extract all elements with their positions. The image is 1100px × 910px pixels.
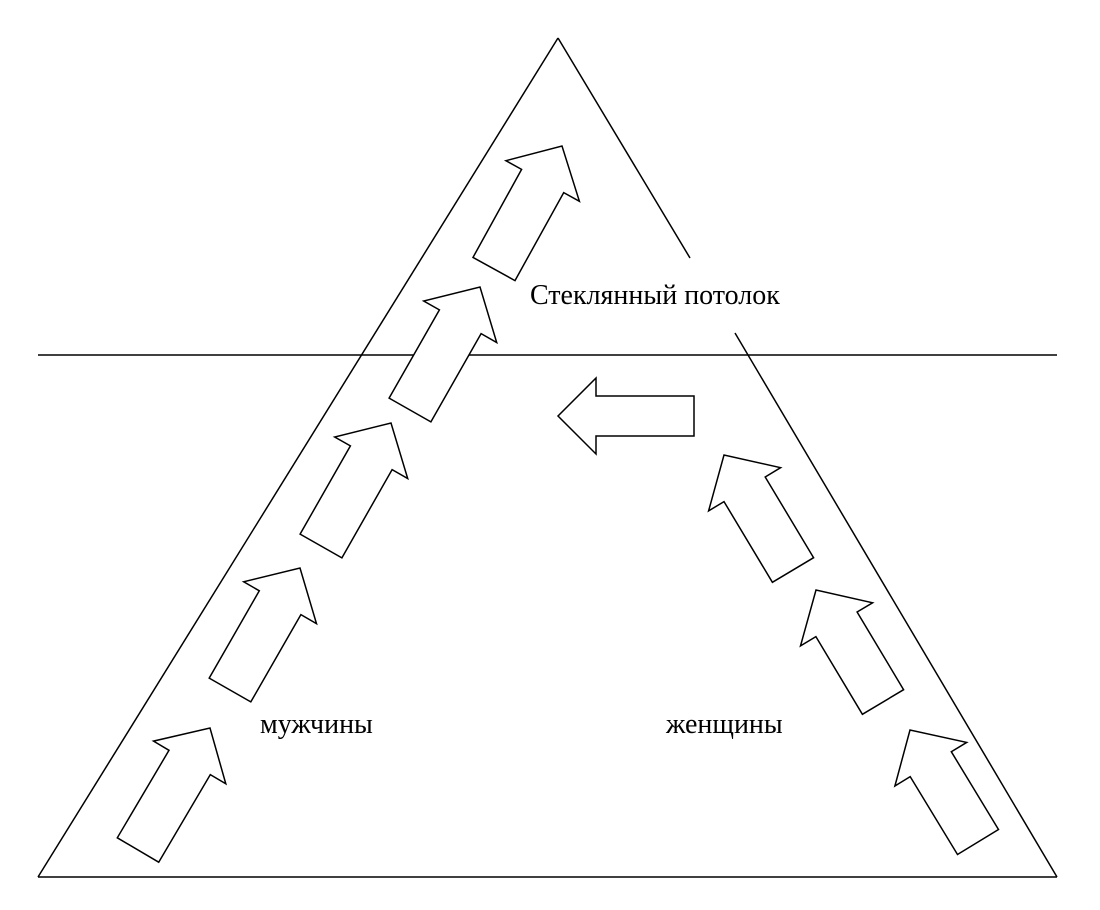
men-arrow-5: [471, 145, 581, 282]
men-arrow-1: [116, 727, 228, 864]
women-arrow-1: [893, 729, 1000, 856]
women-arrow-2: [799, 589, 905, 716]
triangle-right-side-lower: [734, 332, 1058, 878]
glass-ceiling-label: Стеклянный потолок: [530, 280, 780, 311]
men-arrow-2: [208, 567, 318, 703]
men-arrow-4: [388, 286, 498, 423]
men-arrow-3: [299, 422, 409, 559]
women-label: женщины: [665, 709, 783, 740]
women-arrow-3: [707, 454, 815, 584]
men-arrows: [116, 145, 581, 864]
triangle-left-side: [37, 37, 559, 878]
women-arrows: [556, 376, 1000, 856]
triangle-right-side-upper: [557, 37, 691, 259]
women-arrow-left: [556, 376, 695, 456]
men-label: мужчины: [260, 709, 373, 740]
